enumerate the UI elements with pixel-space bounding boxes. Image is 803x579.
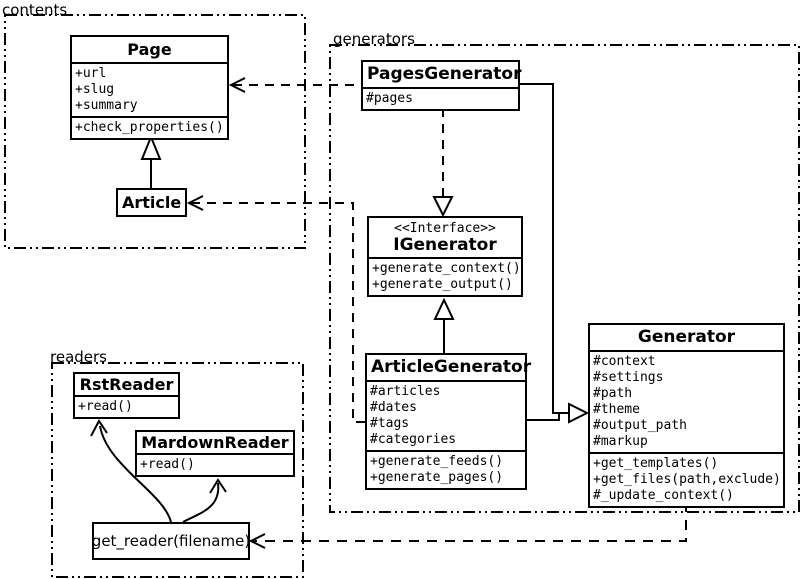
method-row: +generate_feeds() <box>370 454 504 469</box>
attributes-compartment: #articles #dates #tags #categories <box>367 380 525 450</box>
inheritance-line-articlegenerator-to-generator <box>527 412 569 421</box>
class-article: Article <box>116 188 187 217</box>
dependency-line-generator-to-getreader <box>253 502 687 542</box>
class-page: Page +url +slug +summary +check_properti… <box>70 35 229 140</box>
attribute-row: #theme <box>593 402 640 417</box>
attributes-compartment: #pages <box>363 87 518 109</box>
methods-compartment: +read() <box>137 453 293 475</box>
methods-compartment: +read() <box>75 395 178 417</box>
open-arrowhead-page <box>228 77 246 93</box>
stereotype-label: <<Interface>> <box>394 221 496 236</box>
class-pagesgenerator: PagesGenerator #pages <box>361 60 522 111</box>
inheritance-triangle-page <box>140 134 162 160</box>
package-label-contents: contents <box>2 1 68 19</box>
attribute-row: +slug <box>75 82 115 97</box>
method-row: +check_properties() <box>75 120 224 135</box>
class-title-mardownreader: MardownReader <box>141 433 289 452</box>
attribute-row: #categories <box>370 432 457 447</box>
method-row: +generate_output() <box>372 277 513 292</box>
method-row: +generate_context() <box>372 261 521 276</box>
package-border-generators <box>329 44 800 513</box>
class-generator: Generator #context #settings #path #them… <box>588 323 785 508</box>
open-arrowhead-rstreader <box>90 419 108 437</box>
attributes-compartment: #context #settings #path #theme #output_… <box>590 350 783 452</box>
open-arrowhead-article <box>186 195 204 211</box>
inheritance-triangle-generator-left <box>568 402 590 424</box>
methods-compartment: +generate_context() +generate_output() <box>369 257 521 295</box>
attribute-row: #tags <box>370 416 410 431</box>
curve-getreader-to-rstreader <box>99 425 172 523</box>
attribute-row: +url <box>75 66 107 81</box>
open-arrowhead-mardownreader <box>209 478 227 494</box>
class-title-pagesgenerator: PagesGenerator <box>367 64 522 84</box>
class-igenerator: <<Interface>> IGenerator +generate_conte… <box>367 216 523 297</box>
class-title-rstreader: RstReader <box>79 375 174 394</box>
class-title-articlegenerator: ArticleGenerator <box>371 357 532 377</box>
package-label-readers: readers <box>50 348 107 366</box>
realization-triangle-igenerator-top <box>432 196 454 218</box>
get-reader-label: get_reader(filename) <box>91 532 251 550</box>
attribute-row: #markup <box>593 434 648 449</box>
class-title-generator: Generator <box>637 327 736 347</box>
methods-compartment: +get_templates() +get_files(path,exclude… <box>590 452 783 506</box>
curve-getreader-to-mardownreader <box>182 482 220 523</box>
package-border-contents <box>4 14 306 249</box>
inheritance-triangle-igenerator-bottom <box>433 297 455 320</box>
attribute-row: #pages <box>366 91 413 106</box>
class-articlegenerator: ArticleGenerator #articles #dates #tags … <box>365 353 532 490</box>
class-title-page: Page <box>127 40 172 59</box>
class-rstreader: RstReader +read() <box>73 372 180 419</box>
get-reader-box: get_reader(filename) <box>92 522 250 560</box>
package-label-generators: generators <box>333 30 415 48</box>
class-title-article: Article <box>122 193 182 212</box>
methods-compartment: +generate_feeds() +generate_pages() <box>367 450 525 488</box>
method-row: +get_files(path,exclude) <box>593 472 781 487</box>
open-arrowhead-getreader <box>248 533 266 549</box>
method-row: +read() <box>78 399 133 414</box>
package-border-readers <box>51 362 304 578</box>
method-row: +read() <box>140 457 195 472</box>
dependency-line-articlegenerator-to-article <box>191 202 365 423</box>
method-row: +get_templates() <box>593 456 719 471</box>
attribute-row: #articles <box>370 384 441 399</box>
attribute-row: +summary <box>75 98 138 113</box>
attributes-compartment: +url +slug +summary <box>72 62 227 116</box>
attribute-row: #context <box>593 354 656 369</box>
attribute-row: #dates <box>370 400 417 415</box>
class-title-igenerator: IGenerator <box>393 235 497 255</box>
method-row: #_update_context() <box>593 488 734 503</box>
method-row: +generate_pages() <box>370 470 504 485</box>
methods-compartment: +check_properties() <box>72 116 227 138</box>
attribute-row: #path <box>593 386 633 401</box>
attribute-row: #output_path <box>593 418 687 433</box>
attribute-row: #settings <box>593 370 664 385</box>
class-mardownreader: MardownReader +read() <box>135 430 295 477</box>
